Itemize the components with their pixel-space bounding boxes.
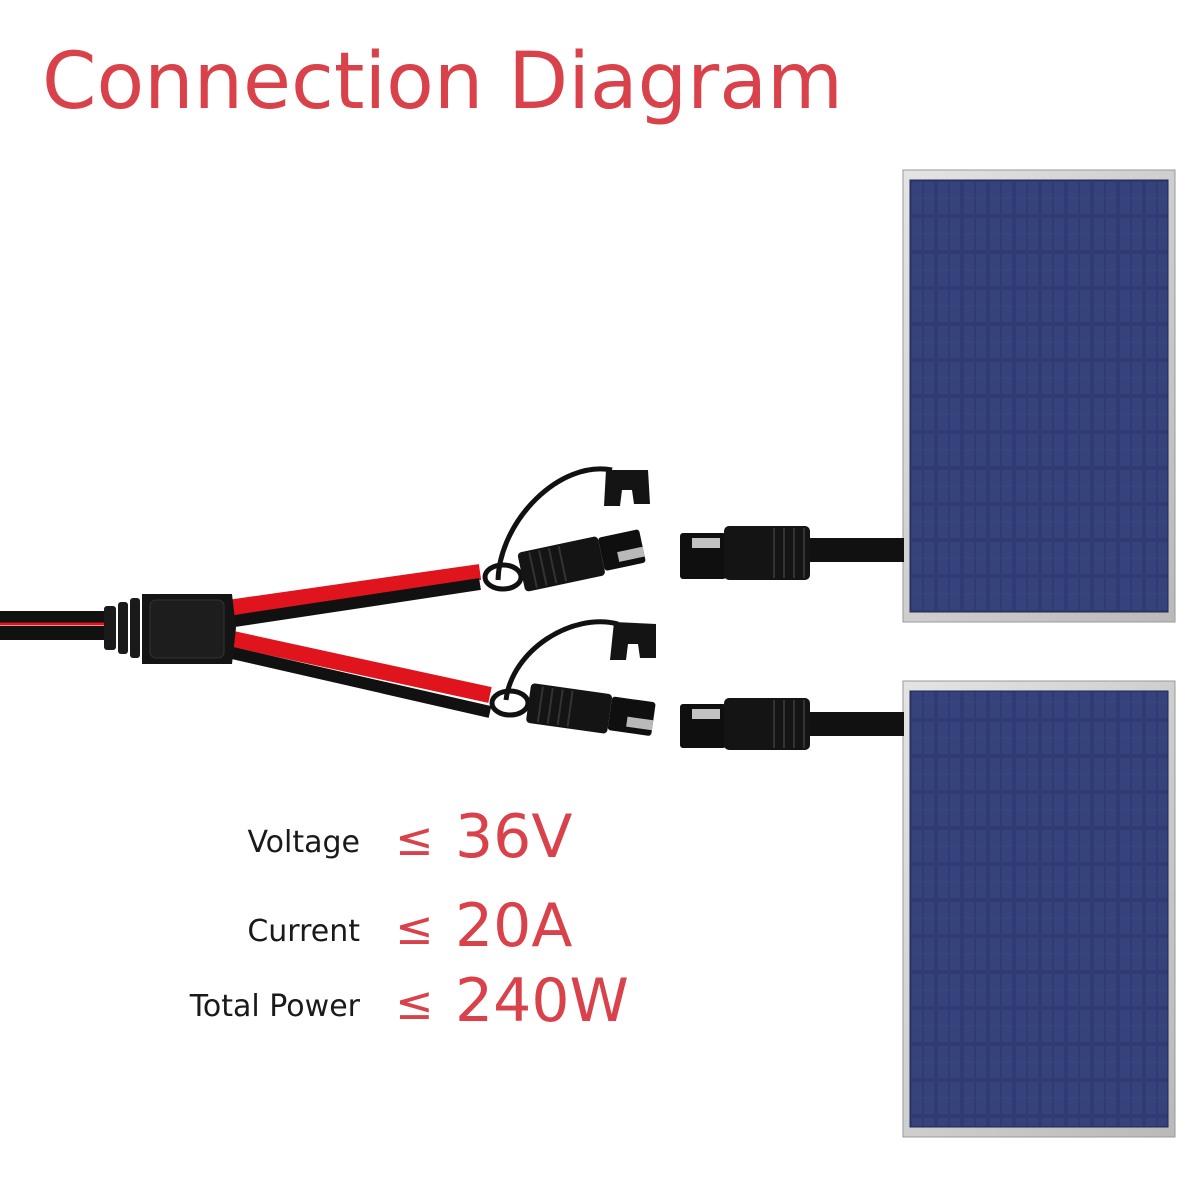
solar-panel-1 xyxy=(902,169,1176,623)
panel-1-connector xyxy=(680,526,904,580)
spec-row-voltage: Voltage ≤ 36V xyxy=(120,798,680,878)
upper-branch-cable xyxy=(226,564,482,628)
spec-label: Current xyxy=(247,914,360,949)
spec-value: 36V xyxy=(455,802,573,872)
lower-branch-cable xyxy=(226,630,492,718)
spec-row-total-power: Total Power ≤ 240W xyxy=(120,962,680,1042)
y-splitter-icon xyxy=(104,594,236,664)
spec-value: 20A xyxy=(455,891,573,961)
spec-value: 240W xyxy=(455,966,629,1036)
spec-label: Voltage xyxy=(247,825,360,860)
spec-operator: ≤ xyxy=(395,901,434,955)
spec-operator: ≤ xyxy=(395,812,434,866)
page-title: Connection Diagram xyxy=(42,37,844,127)
lower-y-connector xyxy=(489,619,656,736)
upper-y-connector xyxy=(482,466,650,592)
panel-2-connector xyxy=(680,698,904,750)
spec-operator: ≤ xyxy=(395,976,434,1030)
main-cable xyxy=(0,611,112,640)
spec-row-current: Current ≤ 20A xyxy=(120,887,680,967)
spec-label: Total Power xyxy=(189,989,360,1024)
solar-panel-2 xyxy=(902,680,1176,1138)
